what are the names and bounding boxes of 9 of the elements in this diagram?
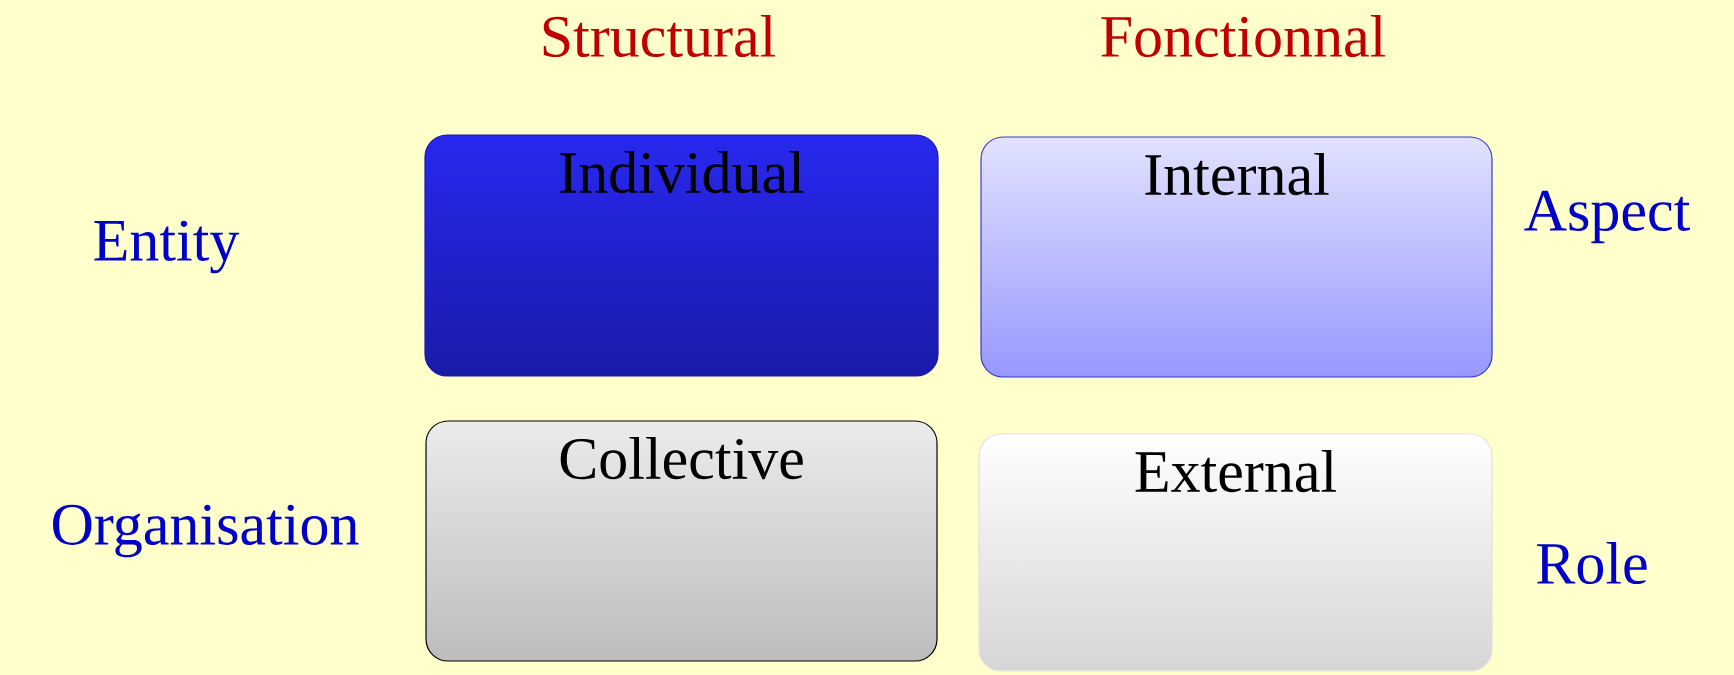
row-label: Entity bbox=[94, 220, 240, 274]
category-box: Internal bbox=[980, 136, 1493, 378]
category-box: External bbox=[978, 433, 1493, 672]
row-label: Organisation bbox=[53, 504, 359, 558]
column-heading: Structural bbox=[543, 14, 776, 58]
row-label: Role bbox=[1537, 541, 1647, 585]
category-box: Individual bbox=[424, 134, 939, 377]
column-heading: Fonctionnal bbox=[1101, 14, 1386, 58]
category-box: Collective bbox=[425, 420, 938, 662]
